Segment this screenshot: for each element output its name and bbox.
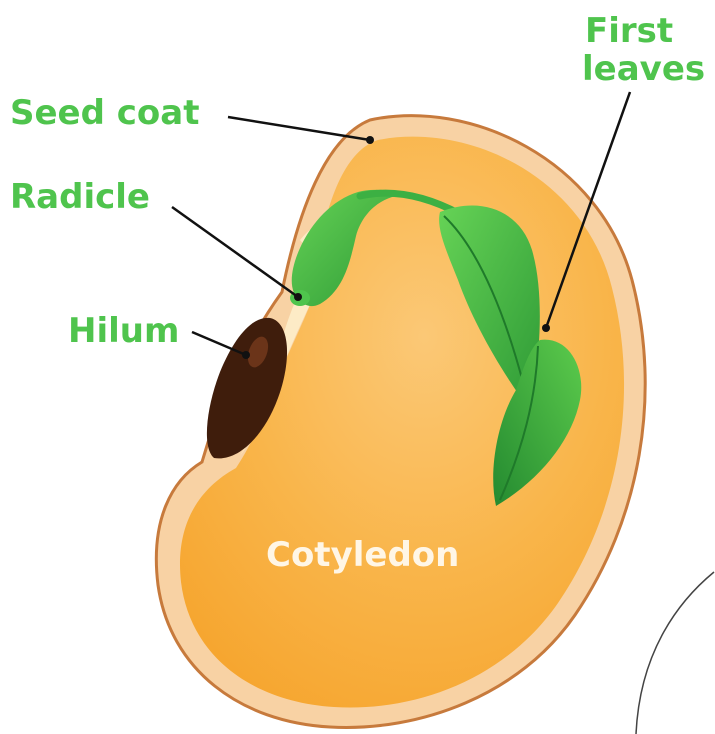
radicle-leader [172, 207, 298, 297]
label-hilum: Hilum [68, 311, 179, 351]
seed-coat-leader [228, 117, 370, 140]
label-first-leaves-line1: First [585, 11, 673, 51]
seed-coat-leader-dot [366, 136, 374, 144]
background-curve [636, 572, 714, 734]
first-leaves-leader-dot [542, 324, 550, 332]
label-seed-coat: Seed coat [10, 93, 200, 133]
label-cotyledon: Cotyledon [266, 535, 459, 575]
hilum-leader-dot [242, 351, 250, 359]
radicle-leader-dot [294, 293, 302, 301]
label-first-leaves-line2: leaves [582, 49, 705, 89]
label-radicle: Radicle [10, 177, 150, 217]
